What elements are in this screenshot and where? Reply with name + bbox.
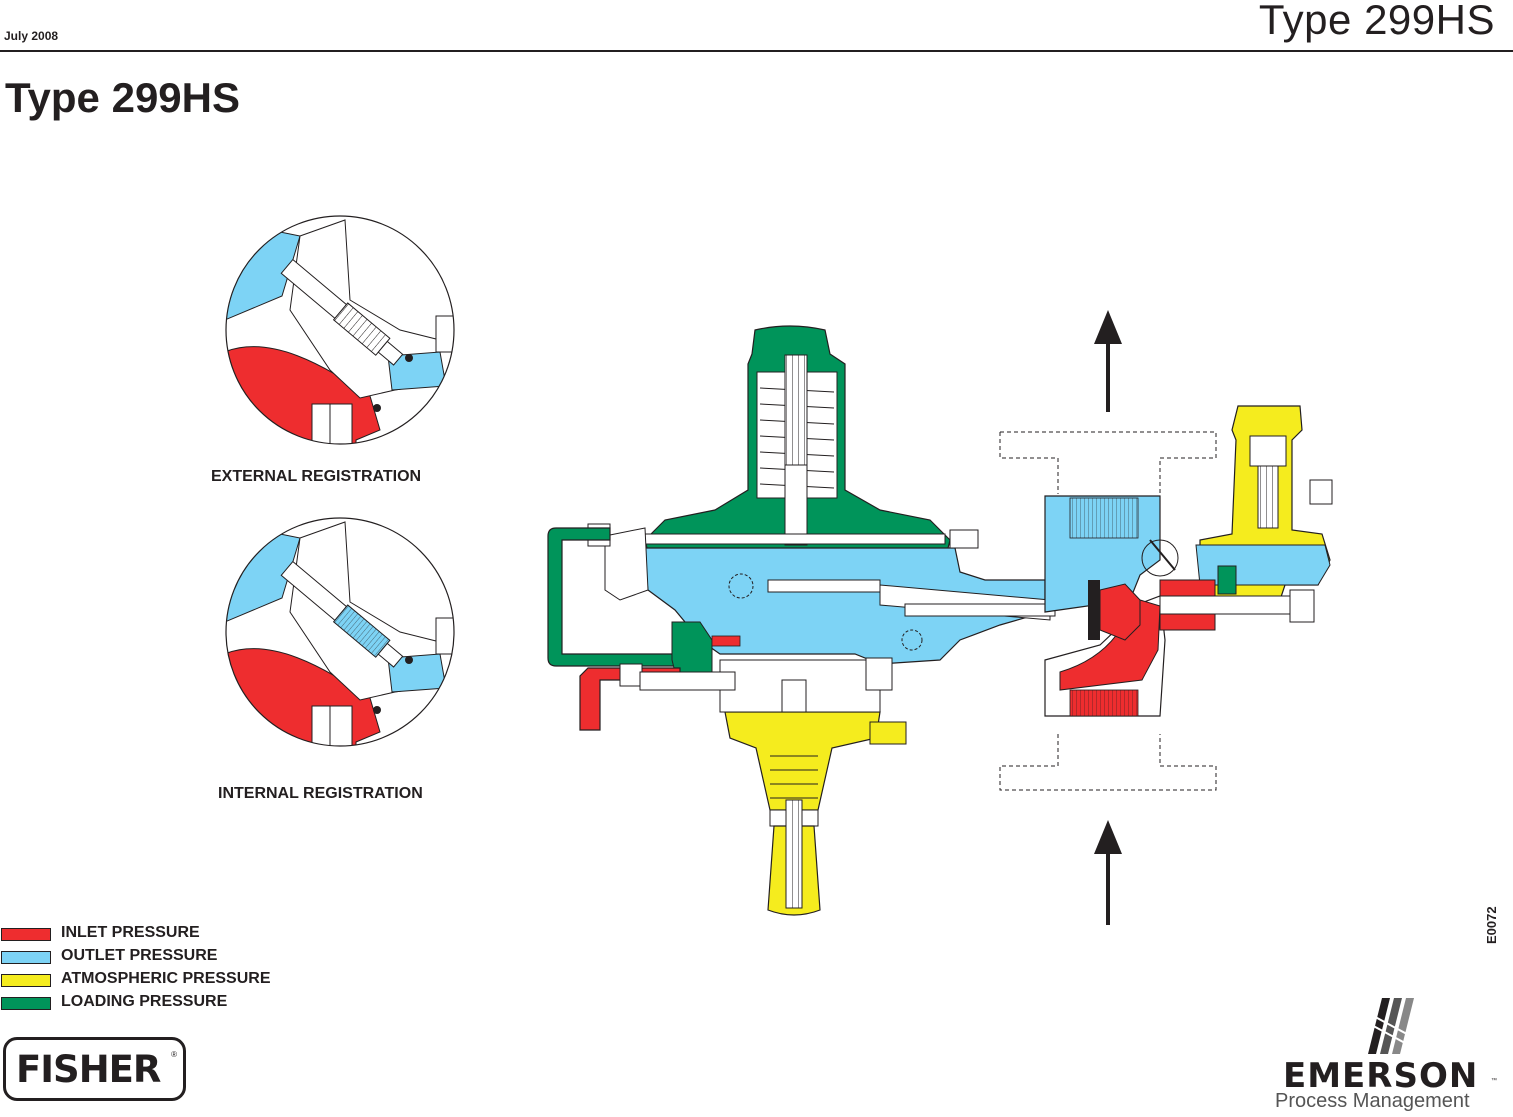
fisher-logo: FISHER ® [3,1037,186,1101]
external-registration-label: EXTERNAL REGISTRATION [211,468,422,485]
emerson-logo-text: EMERSON [1283,1056,1479,1096]
internal-registration-label: INTERNAL REGISTRATION [218,785,423,802]
header-title: Type 299HS [1258,0,1495,43]
emerson-logo-icon [1365,998,1419,1054]
external-registration-detail [225,215,455,445]
page-title: Type 299HS [5,74,240,121]
loading-swatch [1,997,51,1010]
inlet-flow-arrow [1094,820,1122,925]
legend-label: ATMOSPHERIC PRESSURE [61,970,271,987]
registered-mark: ® [171,1050,177,1059]
legend-label: LOADING PRESSURE [61,993,228,1010]
legend-label: OUTLET PRESSURE [61,947,218,964]
internal-registration-detail [225,517,455,747]
trademark-mark: ™ [1491,1078,1497,1084]
outlet-swatch [1,951,51,964]
document-date: July 2008 [4,29,59,43]
atmospheric-swatch [1,974,51,987]
emerson-subtitle: Process Management [1275,1090,1470,1112]
outlet-flow-arrow [1094,310,1122,412]
pipe-outline [999,431,1217,791]
header-rule [0,50,1513,52]
main-regulator [547,325,1333,916]
inlet-swatch [1,928,51,941]
fisher-logo-text: FISHER [16,1048,161,1091]
drawing-code: E0072 [1484,906,1499,944]
legend-label: INLET PRESSURE [61,924,200,941]
